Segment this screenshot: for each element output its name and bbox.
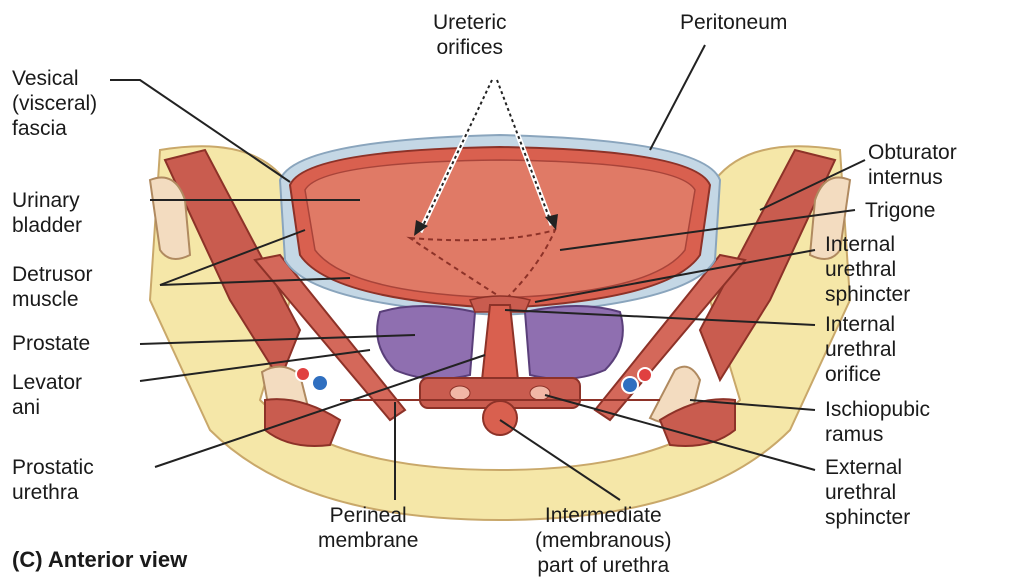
label-intermediate-urethra: Intermediate (membranous) part of urethr… bbox=[535, 503, 672, 578]
label-ischiopubic-ramus: Ischiopubic ramus bbox=[825, 397, 930, 447]
leader-peritoneum bbox=[650, 45, 705, 150]
label-urinary-bladder: Urinary bladder bbox=[12, 188, 82, 238]
label-prostatic-urethra: Prostatic urethra bbox=[12, 455, 94, 505]
label-trigone: Trigone bbox=[865, 198, 935, 223]
label-obturator-internus: Obturator internus bbox=[868, 140, 957, 190]
label-vesical-fascia: Vesical (visceral) fascia bbox=[12, 66, 97, 141]
sphincter-node-right bbox=[530, 386, 550, 400]
membranous-urethra bbox=[483, 401, 517, 435]
right-vessel-blue bbox=[622, 377, 638, 393]
prostate-left-lobe bbox=[377, 306, 475, 379]
label-external-urethral-sphincter: External urethral sphincter bbox=[825, 455, 910, 530]
left-vessel-blue bbox=[312, 375, 328, 391]
label-internal-urethral-orifice: Internal urethral orifice bbox=[825, 312, 896, 387]
right-vessel-red bbox=[638, 368, 652, 382]
label-perineal-membrane: Perineal membrane bbox=[318, 503, 418, 553]
label-ureteric-orifices: Ureteric orifices bbox=[433, 10, 507, 60]
prostate-right-lobe bbox=[525, 306, 623, 379]
left-vessel-red bbox=[296, 367, 310, 381]
sphincter-node-left bbox=[450, 386, 470, 400]
label-peritoneum: Peritoneum bbox=[680, 10, 787, 35]
label-detrusor-muscle: Detrusor muscle bbox=[12, 262, 93, 312]
label-internal-urethral-sphincter: Internal urethral sphincter bbox=[825, 232, 910, 307]
bladder-lumen bbox=[305, 160, 695, 297]
label-prostate: Prostate bbox=[12, 331, 90, 356]
label-levator-ani: Levator ani bbox=[12, 370, 82, 420]
figure-caption: (C) Anterior view bbox=[12, 547, 187, 573]
